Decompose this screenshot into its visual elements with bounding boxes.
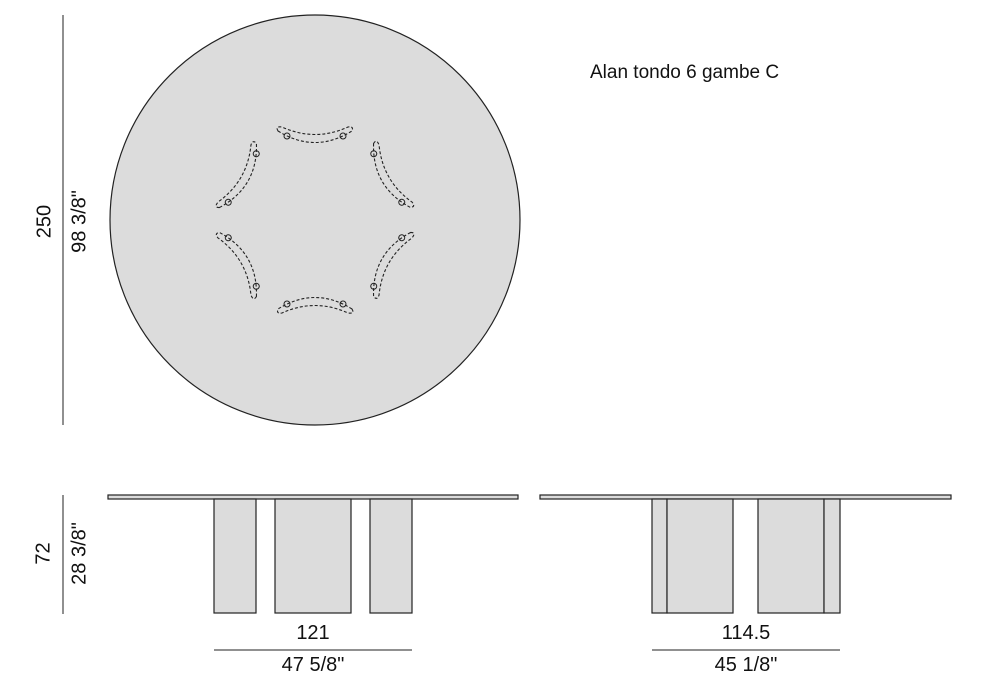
leg-panel [757,498,825,614]
leg-strip [823,498,841,614]
leg-panel [666,498,734,614]
width-a-in-label: 47 5/8" [281,654,345,676]
bolt-hole-icon [370,150,378,158]
width-b-cm-label: 114.5 [721,622,771,644]
bolt-hole-icon [339,132,347,140]
side-view-a [107,494,519,614]
bolt-hole-icon [224,198,232,206]
width-b-in-label: 45 1/8" [714,654,778,676]
diameter-in-label: 98 3/8" [68,190,91,253]
bolt-hole-icon [370,282,378,290]
bolt-hole-icon [398,234,406,242]
leg-outlines [215,126,415,314]
table-top-slab [107,494,519,500]
bolt-hole-icon [252,150,260,158]
leg-outline [215,141,260,209]
leg-outline [370,231,415,299]
bolt-hole-icon [252,282,260,290]
bolt-hole-icon [283,300,291,308]
bolt-hole-icon [398,198,406,206]
height-cm-label: 72 [32,542,55,565]
width-a-cm-label: 121 [296,622,330,644]
leg-outline [276,296,354,314]
height-in-label: 28 3/8" [68,522,91,585]
drawing-title: Alan tondo 6 gambe C [590,62,780,83]
table-top-circle [109,14,521,426]
bolt-hole-icon [339,300,347,308]
leg-outline [276,126,354,144]
leg-panel [274,498,352,614]
leg-panel [369,498,413,614]
leg-outline [370,140,415,209]
leg-panel [213,498,257,614]
diameter-cm-label: 250 [33,204,56,239]
side-view-b [539,494,952,614]
leg-outline [215,231,260,300]
bolt-hole-icon [283,132,291,140]
leg-strip [651,498,668,614]
bolt-hole-icon [224,234,232,242]
table-top-slab [539,494,952,500]
